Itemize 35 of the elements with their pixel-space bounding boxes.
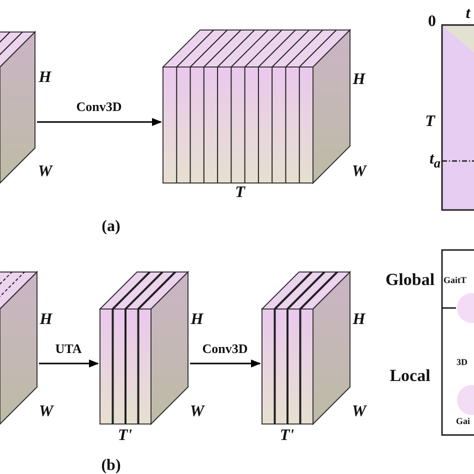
panel-box	[442, 250, 474, 435]
dimension-label: t$_{a}$	[429, 150, 441, 172]
tensor-cube-drawing	[163, 30, 350, 183]
dimension-label: T'	[118, 427, 132, 445]
row-label: Local	[390, 366, 430, 386]
dimension-label: t	[466, 5, 470, 23]
dimension-label: W	[38, 163, 52, 181]
tensor-cube-drawing	[100, 272, 188, 424]
dimension-label: H	[352, 311, 366, 329]
attention-map-drawing	[442, 25, 474, 210]
module-label: GaitT	[444, 275, 466, 285]
edge-label: Conv3D	[76, 99, 122, 115]
dimension-label: H	[40, 311, 52, 329]
row-label: Global	[385, 270, 435, 290]
dimension-label: H	[352, 71, 366, 89]
edge-label: UTA	[55, 340, 82, 356]
dimension-label: H	[38, 69, 52, 87]
edge-label: Conv3D	[202, 340, 248, 356]
dimension-label: T	[425, 113, 435, 131]
module-label: Gai	[456, 416, 470, 426]
tensor-cube-drawing	[262, 272, 350, 424]
arrow	[190, 360, 261, 368]
panel-caption: (b)	[101, 457, 121, 474]
dimension-label: T	[235, 184, 245, 202]
dimension-label: W	[352, 163, 366, 181]
dimension-label: W	[352, 403, 366, 421]
arrow	[39, 360, 99, 368]
dimension-label: H	[190, 311, 204, 329]
module-label: 3D	[456, 357, 468, 367]
dimension-label: W	[38, 403, 54, 421]
dimension-label: 0	[428, 13, 436, 31]
panel-caption: (a)	[102, 218, 120, 236]
dimension-label: T'	[280, 427, 294, 445]
dimension-label: W	[190, 403, 204, 421]
arrow	[37, 118, 162, 126]
